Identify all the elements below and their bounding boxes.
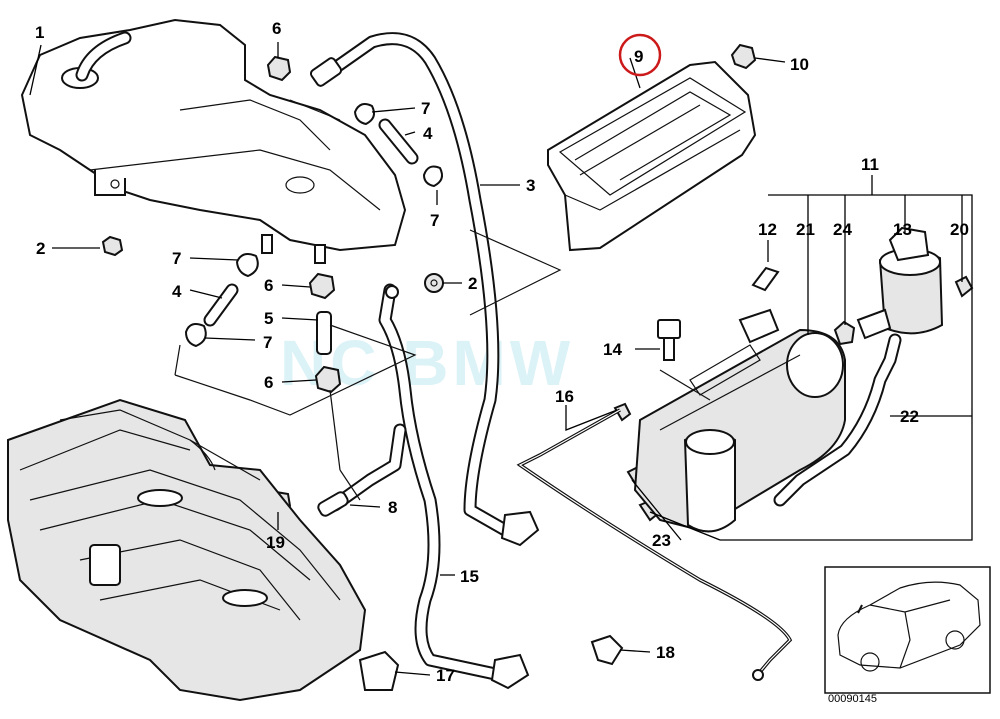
label-5: 5 [264, 309, 273, 328]
label-16: 16 [555, 387, 574, 406]
label-8: 8 [388, 498, 397, 517]
label-7-left: 7 [172, 249, 181, 268]
label-20: 20 [950, 220, 969, 239]
expansion-tank [20, 18, 407, 264]
vent-line-16 [516, 408, 793, 681]
hardware-parts [101, 43, 974, 691]
label-13: 13 [893, 220, 912, 239]
hose-3 [309, 32, 540, 547]
vehicle-inset: 00090145 [824, 566, 991, 705]
label-6-low: 6 [264, 373, 273, 392]
label-2-left: 2 [36, 239, 45, 258]
label-4-left: 4 [172, 282, 182, 301]
label-7-low: 7 [263, 333, 272, 352]
label-18: 18 [656, 643, 675, 662]
label-24: 24 [833, 220, 852, 239]
label-7-top: 7 [421, 99, 430, 118]
leader-lines [29, 42, 973, 676]
label-15: 15 [460, 567, 479, 586]
highlight-circle [618, 33, 662, 77]
label-23: 23 [652, 531, 671, 550]
label-12: 12 [758, 220, 777, 239]
label-2-right: 2 [468, 274, 477, 293]
carbon-canister [633, 308, 846, 533]
filter-13 [856, 226, 944, 340]
label-4-top: 4 [423, 124, 433, 143]
label-22: 22 [900, 407, 919, 426]
hose-22 [773, 333, 902, 507]
callout-labels: 1 2 2 3 4 4 5 6 6 6 7 7 7 7 8 9 10 11 12… [35, 19, 969, 685]
label-6-top: 6 [272, 19, 281, 38]
cover-9 [547, 60, 757, 252]
label-21: 21 [796, 220, 815, 239]
label-17: 17 [436, 666, 455, 685]
label-3: 3 [526, 176, 535, 195]
label-10: 10 [790, 55, 809, 74]
label-7-mid: 7 [430, 211, 439, 230]
label-6-mid: 6 [264, 276, 273, 295]
label-11: 11 [861, 155, 879, 174]
inset-code: 00090145 [828, 693, 877, 705]
fuel-tank [7, 398, 367, 702]
pipe-8 [317, 423, 407, 517]
label-9: 9 [634, 47, 643, 66]
label-19: 19 [266, 533, 285, 552]
label-14: 14 [603, 340, 622, 359]
hose-15 [378, 283, 530, 690]
guide-lines [174, 99, 711, 501]
label-1: 1 [35, 23, 44, 42]
